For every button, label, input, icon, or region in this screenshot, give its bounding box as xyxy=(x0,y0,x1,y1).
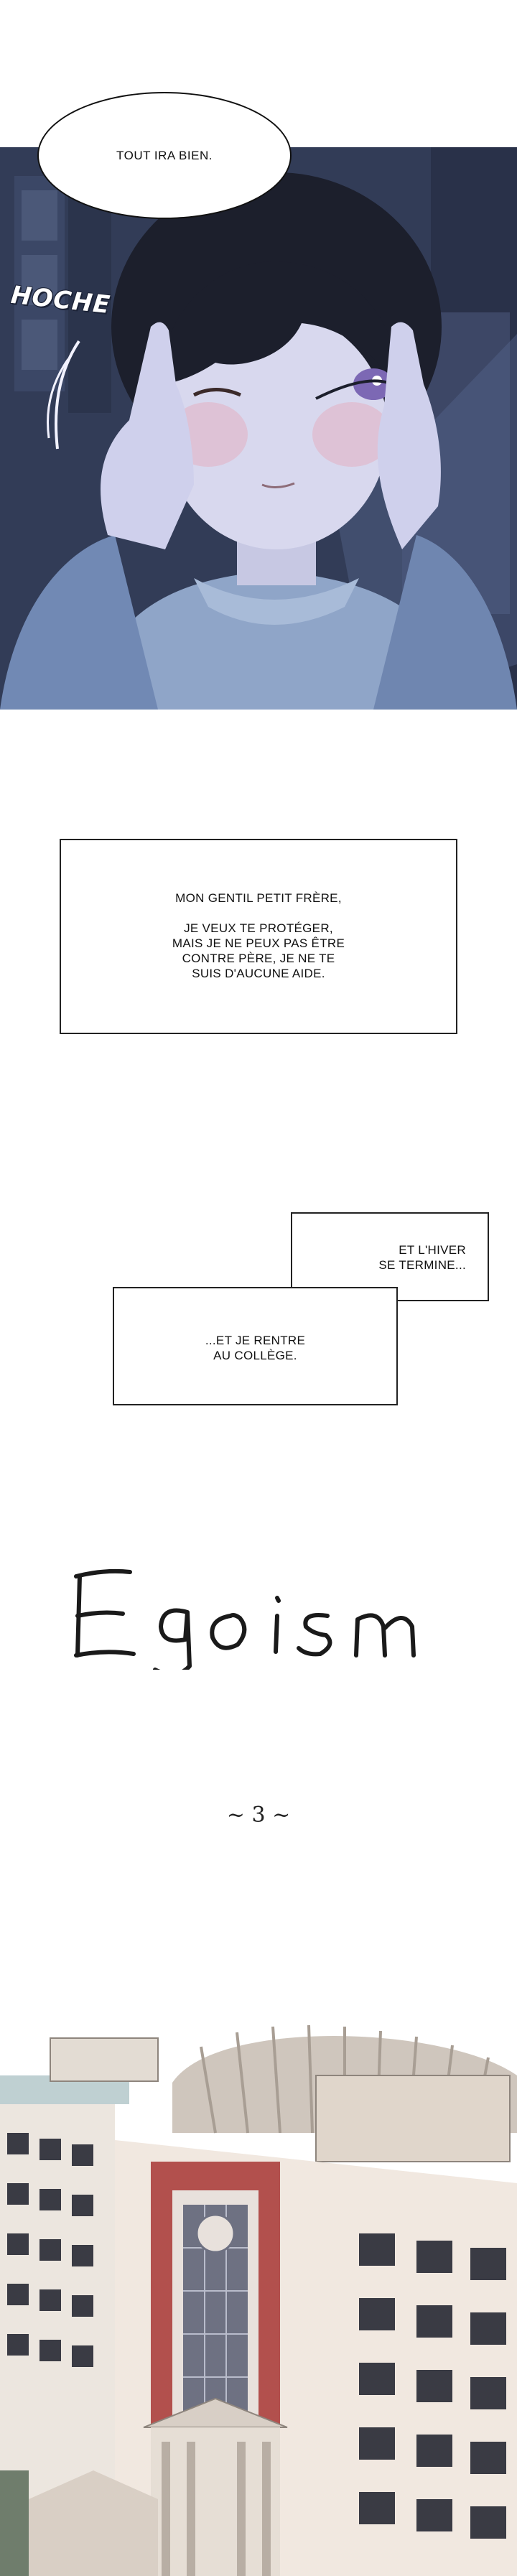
egoism-logo-artwork xyxy=(74,1568,416,1677)
narration-box-upper: ET L'HIVER SE TERMINE... xyxy=(291,1212,489,1301)
comic-panel-night xyxy=(0,147,517,710)
night-scene-illustration xyxy=(0,147,517,710)
narration-line: MON GENTIL PETIT FRÈRE, xyxy=(175,891,342,905)
narration-line: SE TERMINE... xyxy=(378,1258,466,1272)
narration-line: CONTRE PÈRE, JE NE TE xyxy=(182,952,335,965)
chapter-number: ~ 3 ~ xyxy=(226,1803,291,1828)
speech-text: TOUT IRA BIEN. xyxy=(116,148,213,162)
narration-line: JE VEUX TE PROTÉGER, xyxy=(184,921,333,935)
school-building-illustration xyxy=(0,2024,517,2576)
narration-line: ...ET JE RENTRE xyxy=(205,1334,306,1347)
comic-panel-school xyxy=(0,1968,517,2576)
narration-box: MON GENTIL PETIT FRÈRE, JE VEUX TE PROTÉ… xyxy=(60,839,457,1034)
narration-line: AU COLLÈGE. xyxy=(213,1349,297,1362)
narration-box-lower: ...ET JE RENTRE AU COLLÈGE. xyxy=(113,1287,398,1405)
narration-line: SUIS D'AUCUNE AIDE. xyxy=(192,967,325,980)
speech-bubble: TOUT IRA BIEN. xyxy=(37,92,292,219)
narration-line: MAIS JE NE PEUX PAS ÊTRE xyxy=(172,936,345,950)
series-title-logo xyxy=(62,1548,464,1677)
narration-line: ET L'HIVER xyxy=(399,1243,466,1257)
